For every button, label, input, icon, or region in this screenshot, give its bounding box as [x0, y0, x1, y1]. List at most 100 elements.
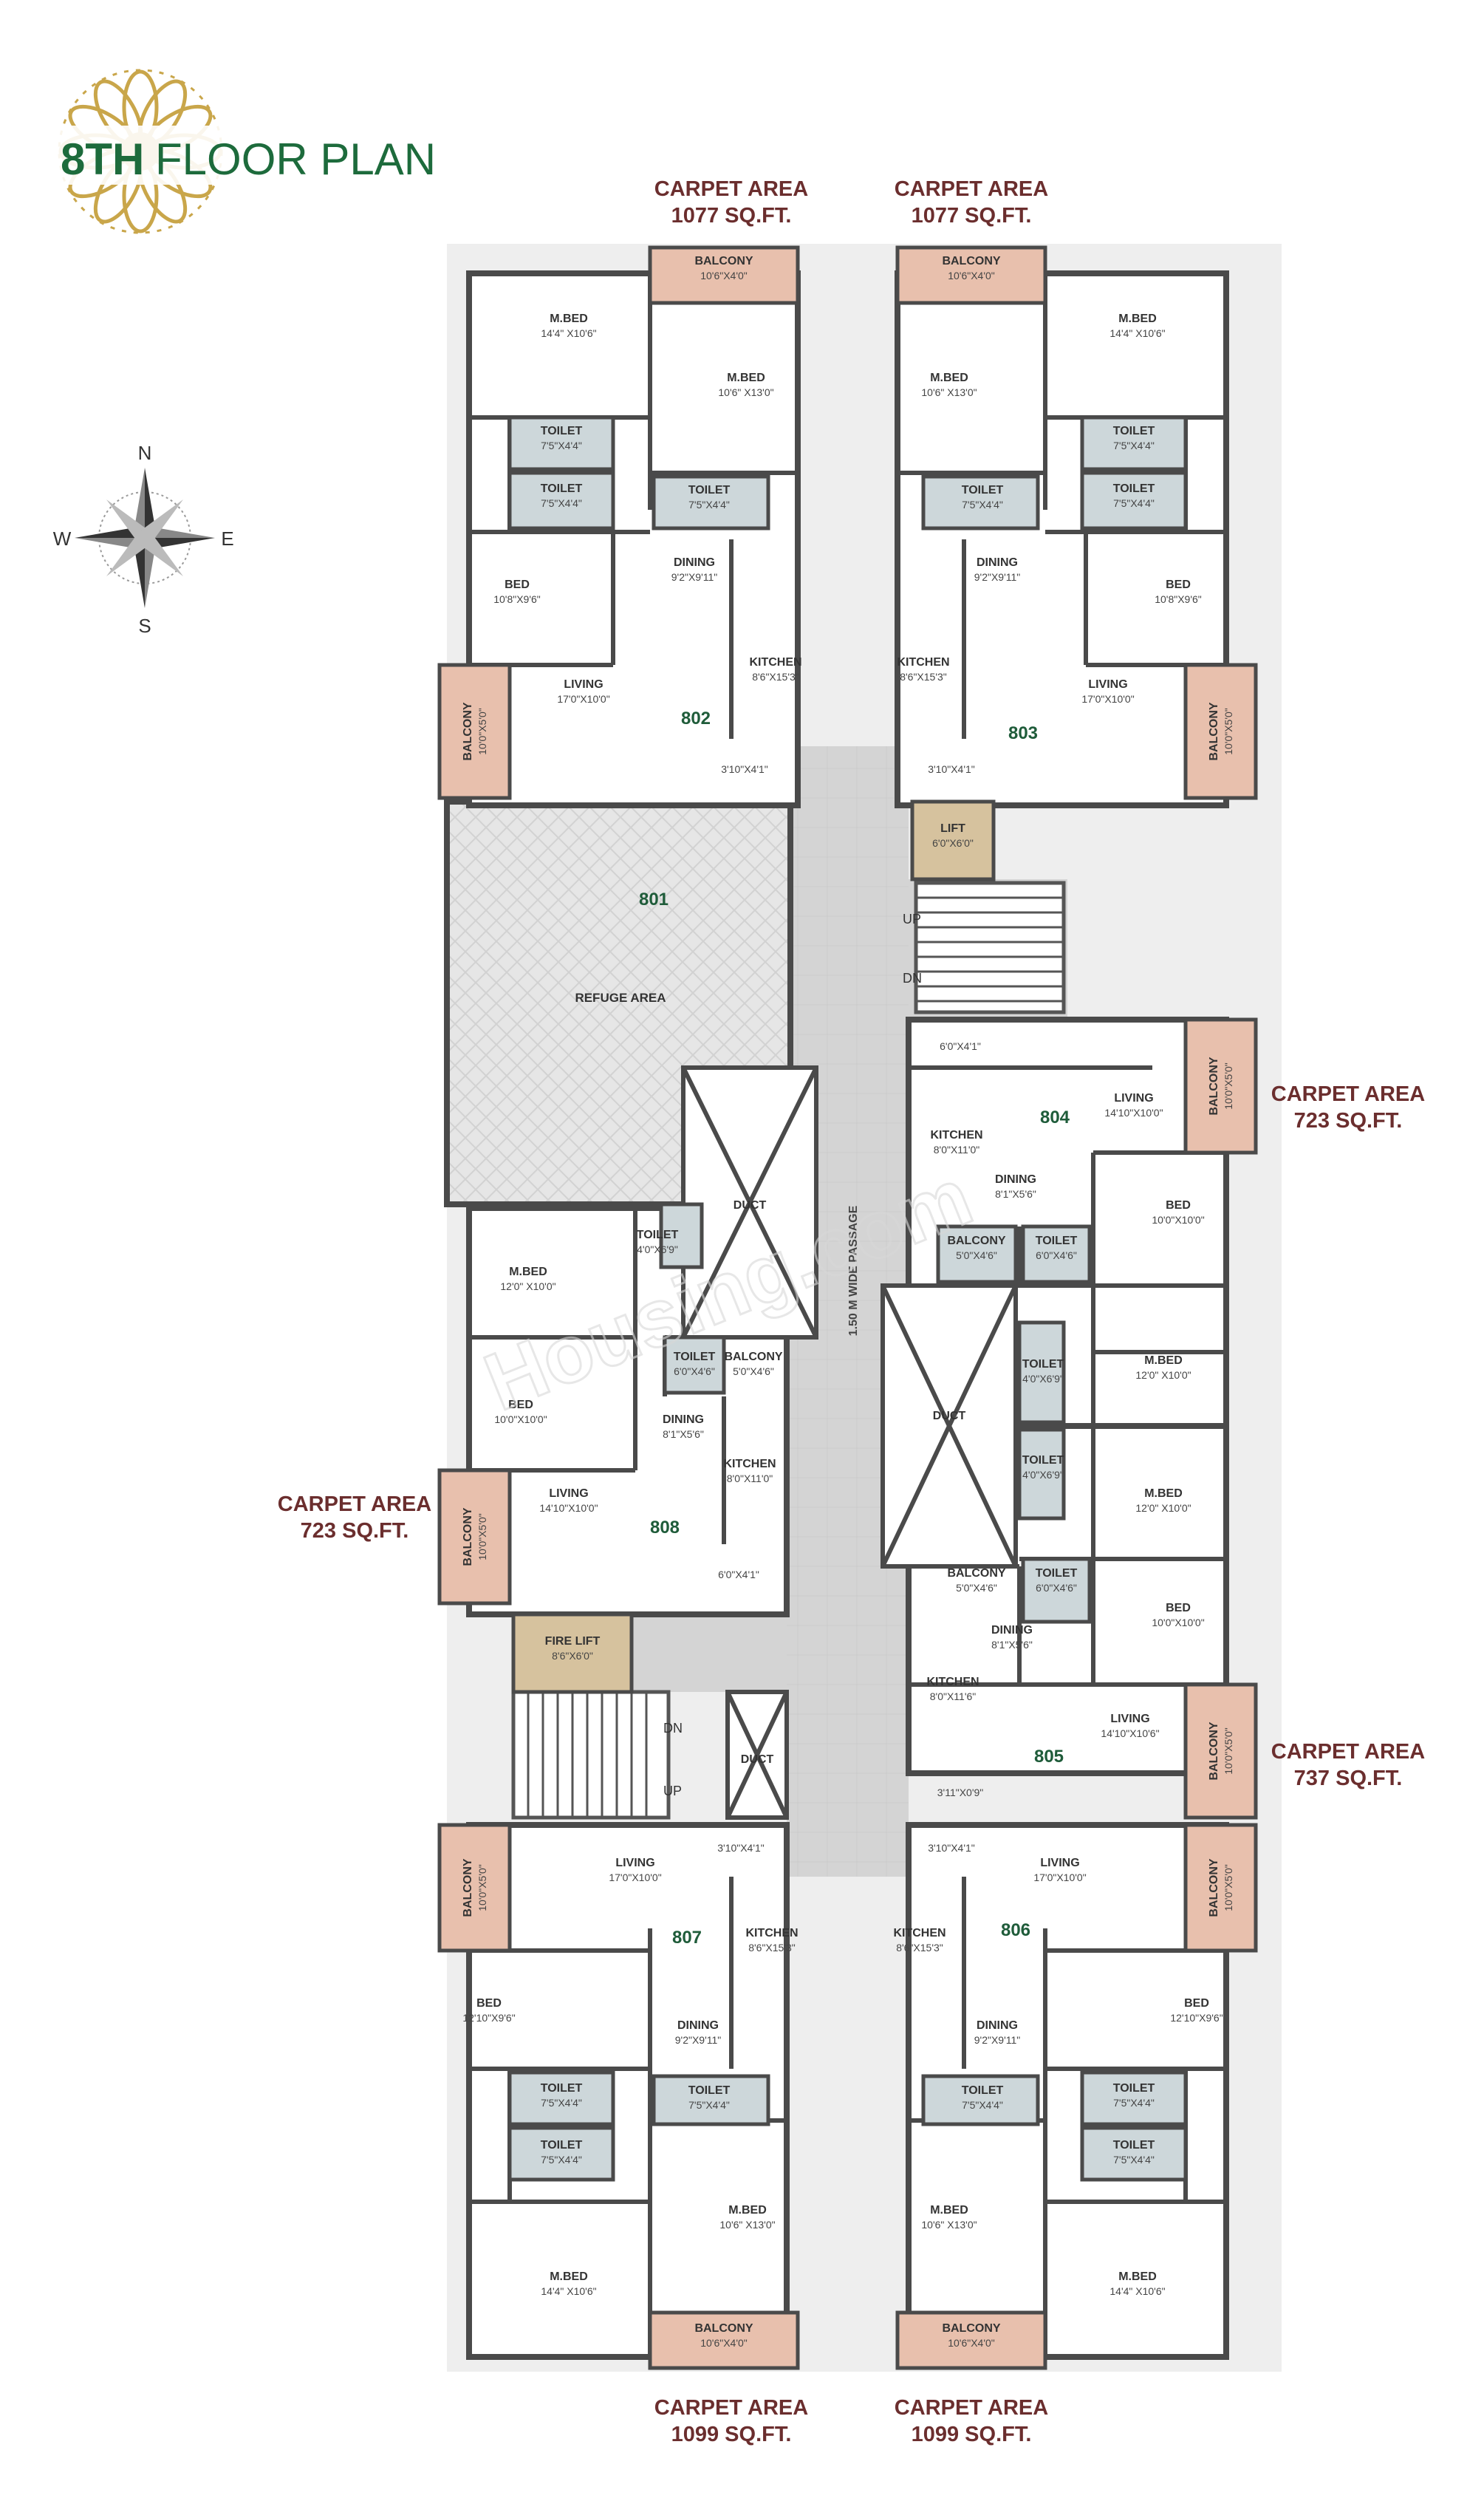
room-dimension: 10'0"X5'0": [1223, 1062, 1234, 1110]
room-dimension: 10'0"X5'0": [1223, 1864, 1234, 1911]
room-dimension: 10'6" X13'0": [718, 386, 773, 398]
carpet-area-title: CARPET AREA: [278, 1492, 431, 1516]
room-dimension: 12'0" X10'0": [500, 1280, 555, 1292]
room-label-u805-toilet1: TOILET 4'0"X6'9": [1022, 1454, 1064, 1481]
room-dimension: 14'4" X10'6": [541, 327, 596, 339]
u805-toilet2-fill: [1021, 1557, 1092, 1624]
room-label-u805-living: LIVING 14'10"X10'6": [1101, 1713, 1159, 1739]
room-name: M.BED: [1144, 1487, 1183, 1500]
room-name: BALCONY: [947, 1235, 1005, 1247]
logo: 8TH FLOOR PLAN: [52, 69, 436, 234]
stair-top-up: UP: [903, 912, 921, 927]
room-dimension: 7'5"X4'4": [541, 440, 582, 451]
room-dimension: 4'0"X6'9": [637, 1243, 678, 1255]
room-name: BALCONY: [1208, 702, 1220, 760]
room-dimension: 6'0"X4'1": [718, 1569, 759, 1580]
carpet-area-value: 723 SQ.FT.: [301, 1519, 409, 1543]
room-dimension: 10'0"X5'0": [1223, 1727, 1234, 1775]
room-dimension: 10'6"X4'0": [948, 270, 995, 282]
room-name: TOILET: [1022, 1454, 1064, 1467]
room-dimension: 10'8"X9'6": [493, 593, 541, 605]
room-dimension: 7'5"X4'4": [1113, 2097, 1155, 2109]
room-name: KITCHEN: [893, 1927, 946, 1939]
u804-toilet2-fill: [1017, 1320, 1066, 1424]
room-name: LIVING: [1110, 1713, 1149, 1725]
room-label-u804-foyer: 6'0"X4'1": [940, 1040, 981, 1052]
u802-balc2-fill: [437, 663, 512, 800]
room-dimension: 10'0"X10'0": [494, 1413, 547, 1425]
room-dimension: 7'5"X4'4": [688, 2099, 730, 2111]
stair-top-dn: DN: [903, 971, 922, 986]
room-name: DINING: [663, 1413, 704, 1426]
stair-bottom-up: UP: [663, 1784, 682, 1798]
stair-bottom: [511, 1690, 671, 1820]
carpet-area-title: CARPET AREA: [654, 177, 808, 201]
unit-number-801: 801: [639, 890, 669, 910]
room-dimension: 14'10"X10'6": [1101, 1727, 1159, 1739]
unit-803: [895, 270, 1229, 808]
u804-toilet1-fill: [1021, 1224, 1092, 1284]
room-dimension: 7'5"X4'4": [688, 499, 730, 511]
room-name: BED: [1184, 1997, 1209, 2010]
room-dimension: 10'0"X5'0": [476, 1864, 488, 1911]
room-dimension: 7'5"X4'4": [541, 2097, 582, 2109]
room-name: TOILET: [1113, 482, 1155, 495]
room-name: TOILET: [1113, 2139, 1155, 2152]
u802-toilet2-fill: [507, 471, 615, 530]
room-dimension: 8'1"X5'6": [991, 1639, 1033, 1651]
stair-labels: UP DN DN UP: [663, 912, 922, 1798]
carpet-area-value: 723 SQ.FT.: [1294, 1109, 1403, 1133]
room-dimension: 9'2"X9'11": [974, 2034, 1021, 2046]
room-name: BED: [1166, 579, 1191, 591]
room-dimension: 14'4" X10'6": [1109, 2285, 1165, 2297]
passage-label: 1.50 M WIDE PASSAGE: [847, 1205, 860, 1336]
room-dimension: 7'5"X4'4": [541, 2154, 582, 2166]
u806-toilet2-fill: [1080, 2126, 1188, 2182]
room-dimension: 9'2"X9'11": [675, 2034, 722, 2046]
u807-toilet2-fill: [507, 2126, 615, 2182]
room-dimension: 8'6"X15'3": [752, 671, 799, 683]
room-name: BALCONY: [724, 1351, 782, 1363]
room-name: LIVING: [1040, 1857, 1079, 1869]
room-name: LIVING: [549, 1487, 588, 1500]
room-name: M.BED: [727, 372, 765, 384]
compass-s: S: [138, 615, 151, 637]
room-dimension: 9'2"X9'11": [974, 571, 1021, 583]
room-dimension: 3'10"X4'1": [721, 763, 768, 775]
room-label-u805-foyer: 3'11"X0'9": [937, 1787, 984, 1798]
room-name: TOILET: [674, 1351, 716, 1363]
unit-number-803: 803: [1008, 723, 1038, 743]
colored-rooms: [437, 245, 1258, 2370]
u803-balc1-fill: [895, 245, 1047, 305]
room-name: KITCHEN: [749, 656, 801, 669]
room-dimension: 4'0"X6'9": [1022, 1469, 1064, 1481]
room-name: LIVING: [1088, 678, 1127, 691]
room-dimension: 7'5"X4'4": [1113, 2154, 1155, 2166]
room-dimension: 7'5"X4'4": [1113, 497, 1155, 509]
room-dimension: 10'6" X13'0": [921, 386, 977, 398]
room-dimension: 10'6"X4'0": [948, 2337, 995, 2349]
room-name: KITCHEN: [745, 1927, 798, 1939]
